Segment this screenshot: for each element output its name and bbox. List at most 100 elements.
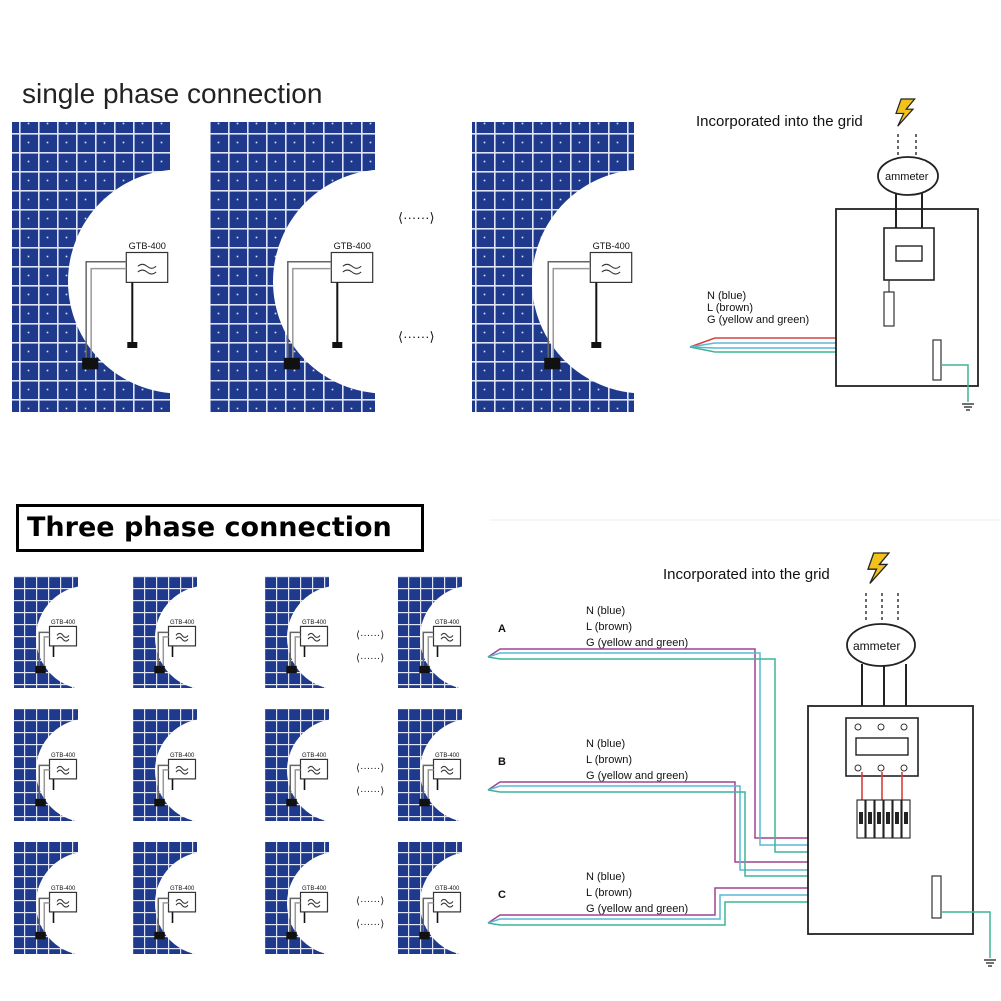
ellipsis-icon: ⟨······⟩ [356, 786, 384, 797]
wire-legend: L (brown) [586, 887, 632, 899]
ammeter-label: ammeter [885, 171, 929, 183]
grid-label: Incorporated into the grid [663, 566, 830, 583]
ellipsis-icon: ⟨······⟩ [356, 919, 384, 930]
micro-inverter: GTB-400 [432, 620, 462, 647]
inverter-label: GTB-400 [334, 241, 371, 251]
micro-inverter: GTB-400 [589, 241, 633, 283]
ellipsis-icon: ⟨······⟩ [398, 210, 435, 225]
ground-icon [984, 959, 996, 967]
phase-label-c: C [498, 889, 506, 901]
junction-box [419, 665, 430, 674]
phase-label-b: B [498, 756, 506, 768]
micro-inverter: GTB-400 [299, 886, 329, 913]
lightning-bolt-icon [895, 98, 916, 127]
junction-box [419, 798, 430, 807]
inverter-label: GTB-400 [170, 620, 195, 626]
solar-panel: GTB-400 [265, 574, 401, 690]
ellipsis-icon: ⟨······⟩ [356, 653, 384, 664]
three-phase-title: Three phase connection [16, 504, 424, 552]
ellipsis-icon: ⟨······⟩ [398, 329, 435, 344]
solar-panel: GTB-400 [133, 707, 269, 823]
solar-panel: GTB-400 [210, 120, 507, 414]
grid-label: Incorporated into the grid [696, 113, 863, 130]
inverter-label: GTB-400 [302, 620, 327, 626]
bus-connector [127, 342, 138, 348]
inverter-label: GTB-400 [435, 753, 460, 759]
solar-panel: GTB-400 [472, 120, 766, 414]
micro-inverter: GTB-400 [167, 886, 197, 913]
svg-text:⟨······⟩: ⟨······⟩ [356, 896, 384, 907]
solar-panel: GTB-400 [133, 574, 269, 690]
solar-panel: GTB-400 [265, 707, 401, 823]
solar-panel: GTB-400 [398, 840, 534, 956]
junction-box [35, 798, 46, 807]
lightning-bolt-icon [867, 552, 891, 584]
ellipsis-icon: ⟨······⟩ [356, 763, 384, 774]
inverter-label: GTB-400 [129, 241, 166, 251]
inverter-label: GTB-400 [302, 886, 327, 892]
ellipsis-icon: ⟨······⟩ [356, 896, 384, 907]
svg-text:⟨······⟩: ⟨······⟩ [356, 786, 384, 797]
meter-display [895, 245, 923, 262]
micro-inverter: GTB-400 [48, 886, 78, 913]
micro-inverter: GTB-400 [125, 241, 169, 283]
wire-legend: L (brown) [586, 621, 632, 633]
wire-legend: G (yellow and green) [586, 637, 688, 649]
terminal-block [931, 875, 942, 919]
junction-box [419, 931, 430, 940]
inverter-label: GTB-400 [302, 753, 327, 759]
solar-panel: GTB-400 [14, 574, 150, 690]
inverter-label: GTB-400 [51, 753, 76, 759]
micro-inverter: GTB-400 [167, 620, 197, 647]
single-phase-section: GTB-400 GTB-400 GTB-400 ⟨······⟩ ⟨······⟩ N (… [12, 98, 979, 414]
junction-box [544, 357, 561, 370]
micro-inverter: GTB-400 [299, 620, 329, 647]
wire-legend-2: G (yellow and green) [707, 314, 809, 326]
junction-box [35, 665, 46, 674]
micro-inverter: GTB-400 [330, 241, 374, 283]
inverter-label: GTB-400 [170, 886, 195, 892]
wire-legend: G (yellow and green) [586, 770, 688, 782]
micro-inverter: GTB-400 [432, 753, 462, 780]
junction-box [286, 931, 297, 940]
wire-legend-1: L (brown) [707, 302, 753, 314]
micro-inverter: GTB-400 [48, 753, 78, 780]
svg-text:⟨······⟩: ⟨······⟩ [356, 630, 384, 641]
ammeter-label: ammeter [853, 639, 900, 653]
wire-legend: L (brown) [586, 754, 632, 766]
junction-box [82, 357, 99, 370]
wire-g [487, 901, 940, 926]
junction-box [286, 798, 297, 807]
svg-text:⟨······⟩: ⟨······⟩ [356, 653, 384, 664]
micro-inverter: GTB-400 [167, 753, 197, 780]
svg-text:⟨······⟩: ⟨······⟩ [356, 763, 384, 774]
wire-legend-0: N (blue) [707, 290, 746, 302]
ground-icon [962, 403, 974, 411]
junction-box [35, 931, 46, 940]
solar-panel: GTB-400 [265, 840, 401, 956]
svg-text:⟨······⟩: ⟨······⟩ [356, 919, 384, 930]
junction-box [286, 665, 297, 674]
inverter-label: GTB-400 [435, 620, 460, 626]
wire-legend: N (blue) [586, 605, 625, 617]
svg-text:⟨······⟩: ⟨······⟩ [398, 210, 435, 225]
ammeter [877, 156, 939, 196]
inverter-label: GTB-400 [170, 753, 195, 759]
breaker [883, 291, 895, 327]
ellipsis-icon: ⟨······⟩ [356, 630, 384, 641]
breaker-bank [856, 799, 911, 839]
micro-inverter: GTB-400 [48, 620, 78, 647]
junction-box [154, 931, 165, 940]
wire-legend: N (blue) [586, 738, 625, 750]
junction-box [283, 357, 300, 370]
svg-text:⟨······⟩: ⟨······⟩ [398, 329, 435, 344]
junction-box [154, 798, 165, 807]
junction-box [154, 665, 165, 674]
wire-legend: G (yellow and green) [586, 903, 688, 915]
solar-panel: GTB-400 [14, 840, 150, 956]
micro-inverter: GTB-400 [299, 753, 329, 780]
inverter-label: GTB-400 [593, 241, 630, 251]
